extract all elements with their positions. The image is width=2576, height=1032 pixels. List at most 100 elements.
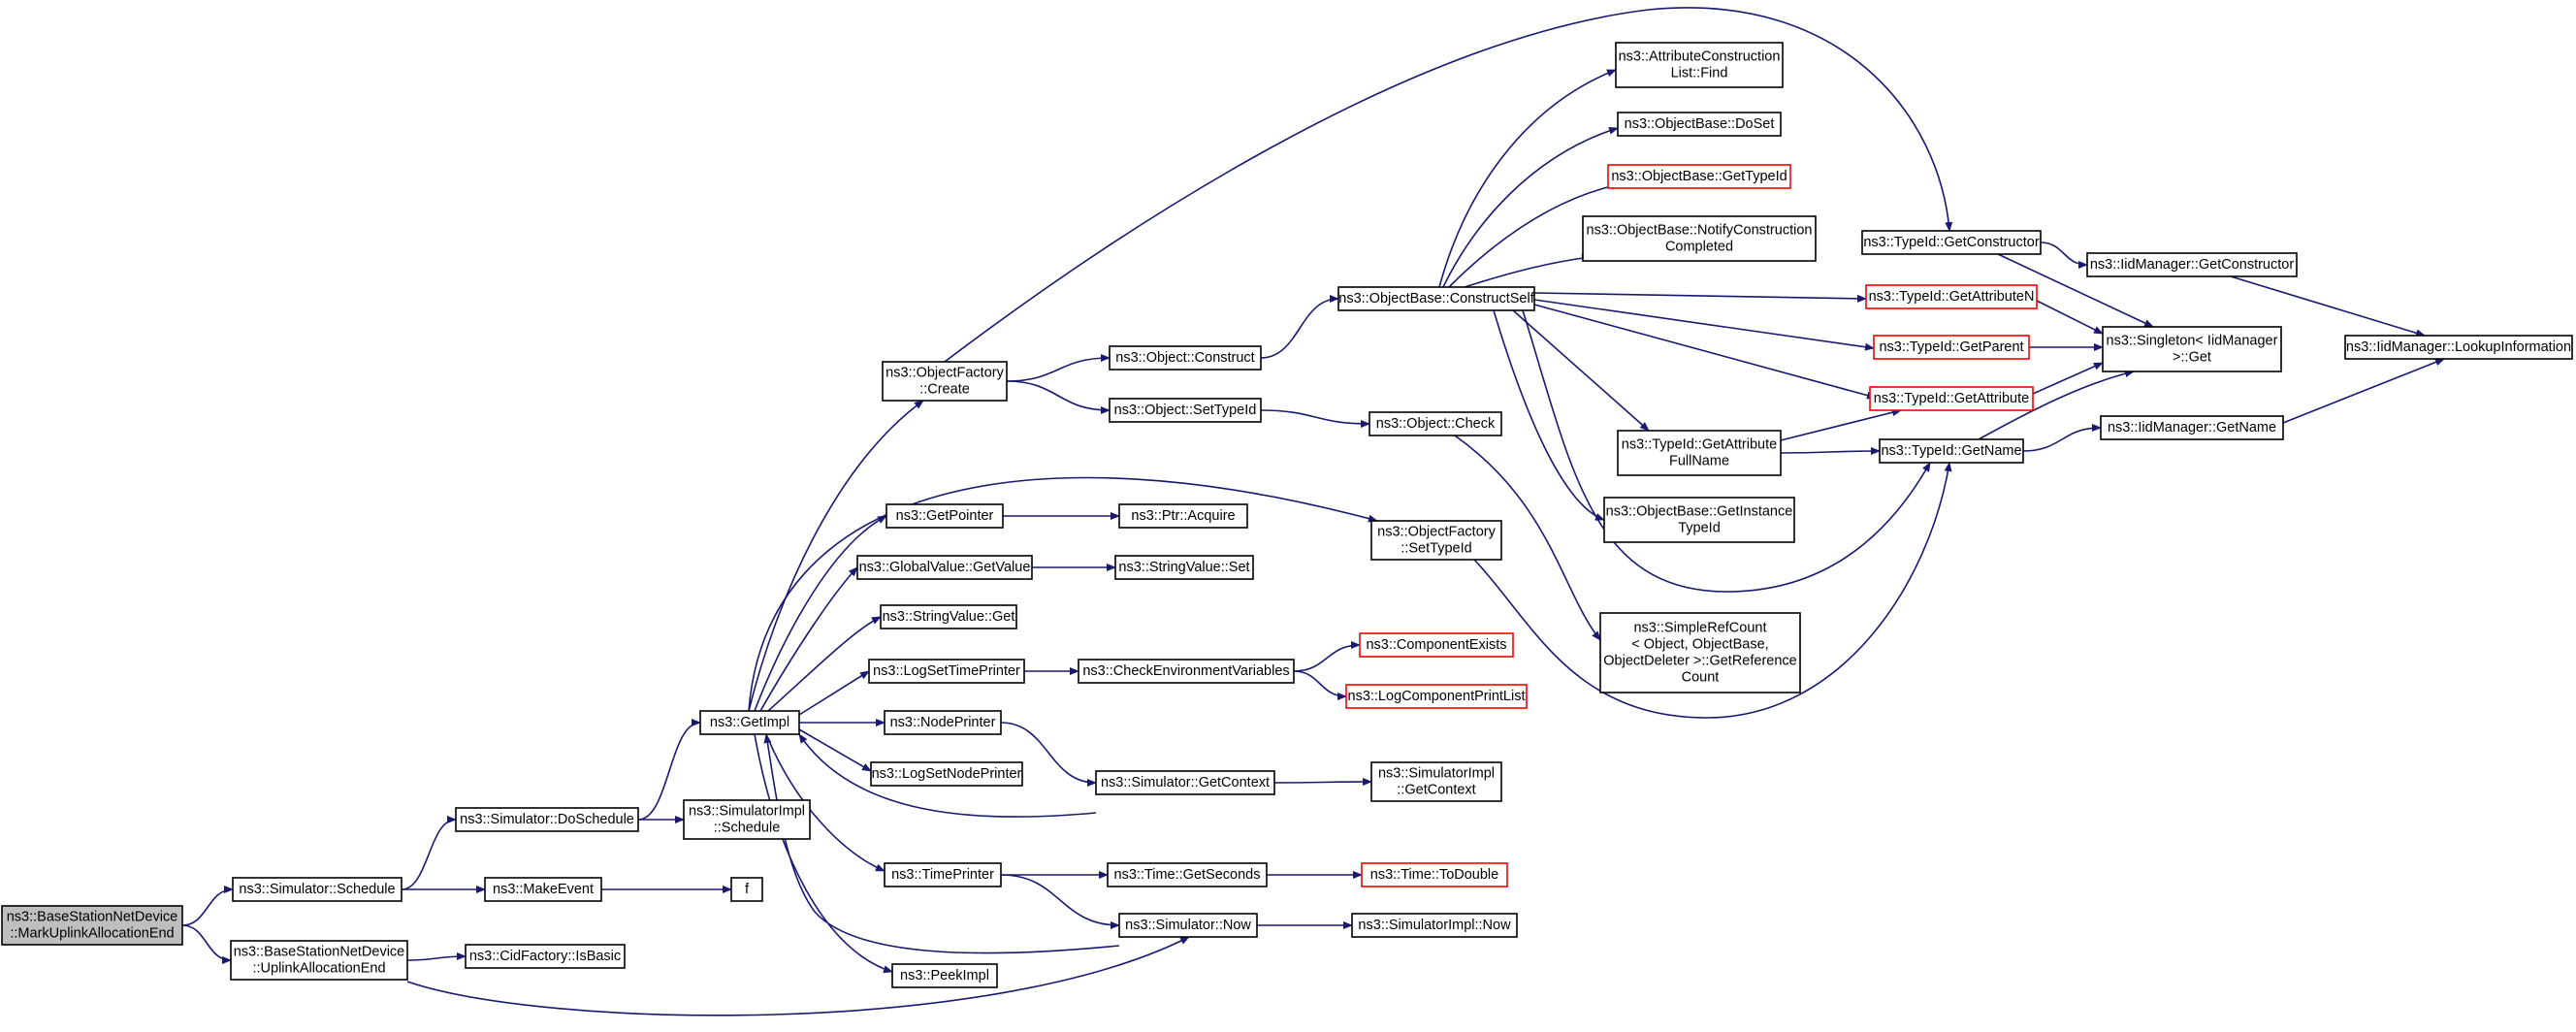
node-uae[interactable]: ns3::BaseStationNetDevice::UplinkAllocat…	[230, 940, 408, 981]
node-label: ns3::Singleton< IidManager	[2107, 334, 2278, 349]
node-simgetctx[interactable]: ns3::Simulator::GetContext	[1095, 770, 1275, 795]
node-objconstruct[interactable]: ns3::Object::Construct	[1109, 345, 1262, 371]
node-label: ns3::Simulator::GetContext	[1101, 775, 1270, 790]
edge-iidgetctor-to-iidlookup	[2230, 275, 2426, 338]
edge-obcself-to-tidgetparent	[1533, 299, 1875, 351]
node-label: ns3::ObjectFactory	[886, 366, 1004, 381]
node-label: List::Find	[1671, 66, 1728, 81]
node-obnotify[interactable]: ns3::ObjectBase::NotifyConstructionCompl…	[1582, 215, 1817, 262]
node-box	[2102, 326, 2282, 372]
edge-objsettid-to-objcheck	[1260, 409, 1370, 428]
node-root[interactable]: ns3::BaseStationNetDevice::MarkUplinkAll…	[1, 905, 183, 946]
node-checkenv[interactable]: ns3::CheckEnvironmentVariables	[1078, 659, 1295, 684]
edge-sched-to-dosched	[401, 816, 457, 890]
node-label: ns3::LogComponentPrintList	[1348, 689, 1526, 704]
node-box	[2086, 252, 2298, 277]
node-box	[1879, 438, 2024, 464]
node-box	[891, 963, 998, 988]
node-box	[856, 555, 1033, 580]
node-label: ns3::Time::ToDouble	[1370, 867, 1498, 883]
node-label: ns3::SimulatorImpl	[689, 804, 805, 820]
node-nodeprinter[interactable]: ns3::NodePrinter	[884, 710, 1002, 735]
node-makeev[interactable]: ns3::MakeEvent	[484, 877, 602, 902]
node-peekimpl[interactable]: ns3::PeekImpl	[891, 963, 998, 988]
node-box	[1109, 345, 1262, 371]
node-label: ns3::StringValue::Set	[1118, 560, 1249, 575]
node-svget[interactable]: ns3::StringValue::Get	[880, 604, 1017, 629]
node-ofcreate[interactable]: ns3::ObjectFactory::Create	[882, 361, 1008, 402]
node-dosched[interactable]: ns3::Simulator::DoSchedule	[455, 807, 639, 832]
node-simnow[interactable]: ns3::Simulator::Now	[1118, 913, 1258, 938]
node-timeprinter[interactable]: ns3::TimePrinter	[884, 862, 1002, 887]
node-logstp[interactable]: ns3::LogSetTimePrinter	[868, 659, 1025, 684]
node-label: ns3::ObjectBase::NotifyConstruction	[1587, 223, 1813, 239]
node-cidbasic[interactable]: ns3::CidFactory::IsBasic	[465, 944, 626, 969]
node-objsettid[interactable]: ns3::Object::SetTypeId	[1109, 398, 1262, 423]
node-tidgetparent[interactable]: ns3::TypeId::GetParent	[1873, 335, 2030, 360]
node-sched[interactable]: ns3::Simulator::Schedule	[232, 877, 402, 902]
edge-getimpl-to-logstp	[798, 670, 870, 716]
node-iidgetctor[interactable]: ns3::IidManager::GetConstructor	[2086, 252, 2298, 277]
node-f[interactable]: f	[730, 877, 763, 902]
node-logsnp[interactable]: ns3::LogSetNodePrinter	[870, 761, 1023, 787]
node-box	[683, 799, 811, 840]
node-label: ns3::Ptr::Acquire	[1131, 508, 1235, 524]
node-gvgetval[interactable]: ns3::GlobalValue::GetValue	[856, 555, 1033, 580]
node-getimpl[interactable]: ns3::GetImpl	[699, 710, 800, 735]
edge-tidgafn-to-tidgetattr	[1780, 408, 1902, 441]
node-obcself[interactable]: ns3::ObjectBase::ConstructSelf	[1337, 286, 1535, 311]
node-timegetsec[interactable]: ns3::Time::GetSeconds	[1107, 862, 1268, 887]
node-srcgetref[interactable]: ns3::SimpleRefCount< Object, ObjectBase,…	[1599, 612, 1801, 693]
node-obgettid[interactable]: ns3::ObjectBase::GetTypeId	[1607, 164, 1791, 189]
node-label: ns3::TimePrinter	[891, 867, 994, 883]
node-box	[870, 761, 1023, 787]
node-box	[1873, 335, 2030, 360]
edge-timeprinter-to-simnow	[1000, 874, 1120, 929]
node-label: ns3::SimpleRefCount	[1633, 621, 1766, 636]
node-label: ns3::TypeId::GetName	[1881, 443, 2021, 459]
node-label: ns3::NodePrinter	[890, 715, 996, 730]
node-box	[882, 361, 1008, 402]
node-iidgetname[interactable]: ns3::IidManager::GetName	[2100, 415, 2284, 440]
node-tidgetattrn[interactable]: ns3::TypeId::GetAttributeN	[1865, 284, 2038, 309]
node-label: ns3::MakeEvent	[493, 882, 594, 897]
node-box	[1582, 215, 1817, 262]
node-svset[interactable]: ns3::StringValue::Set	[1114, 555, 1254, 580]
node-tidgetctor[interactable]: ns3::TypeId::GetConstructor	[1861, 230, 2042, 255]
node-timetodouble[interactable]: ns3::Time::ToDouble	[1361, 862, 1508, 887]
edge-root-to-sched	[181, 886, 234, 926]
node-simimplsched[interactable]: ns3::SimulatorImpl::Schedule	[683, 799, 811, 840]
edge-uae-to-simnow	[406, 936, 1190, 1016]
edge-dosched-to-getimpl	[637, 719, 701, 821]
node-ptracquire[interactable]: ns3::Ptr::Acquire	[1118, 503, 1248, 529]
node-iidlookup[interactable]: ns3::IidManager::LookupInformation	[2344, 335, 2573, 360]
edge-tidgetname-to-iidgetname	[2022, 424, 2102, 452]
node-compexists[interactable]: ns3::ComponentExists	[1359, 632, 1514, 658]
node-tidgetname[interactable]: ns3::TypeId::GetName	[1879, 438, 2024, 464]
edge-obcself-to-tidgafn	[1512, 309, 1650, 432]
node-getptr[interactable]: ns3::GetPointer	[886, 503, 1004, 529]
node-tidgetattr[interactable]: ns3::TypeId::GetAttribute	[1869, 386, 2034, 411]
node-label: ns3::Simulator::DoSchedule	[460, 812, 634, 827]
node-label: ns3::Object::Construct	[1115, 350, 1254, 366]
node-siggetctx[interactable]: ns3::SimulatorImpl::GetContext	[1370, 761, 1502, 802]
edge-ofcreate-to-objconstruct	[1006, 354, 1111, 382]
node-objcheck[interactable]: ns3::Object::Check	[1368, 411, 1502, 436]
edge-getimpl-to-logsnp	[798, 728, 872, 772]
edge-tidgetctor-to-iidgetctor	[2040, 242, 2088, 269]
node-simimplnow[interactable]: ns3::SimulatorImpl::Now	[1351, 913, 1518, 938]
node-box	[1617, 112, 1782, 137]
node-obdoset[interactable]: ns3::ObjectBase::DoSet	[1617, 112, 1782, 137]
node-ofsettid[interactable]: ns3::ObjectFactory::SetTypeId	[1370, 520, 1502, 561]
edge-tidgetattr-to-singleton	[2032, 362, 2104, 395]
node-label: ns3::SimulatorImpl::Now	[1358, 918, 1511, 933]
node-label: Count	[1682, 670, 1720, 686]
node-label: TypeId	[1678, 521, 1721, 536]
node-box	[886, 503, 1004, 529]
node-logcpl[interactable]: ns3::LogComponentPrintList	[1345, 684, 1528, 709]
node-label: ns3::LogSetNodePrinter	[872, 766, 1022, 782]
node-singleton[interactable]: ns3::Singleton< IidManager>::Get	[2102, 326, 2282, 372]
